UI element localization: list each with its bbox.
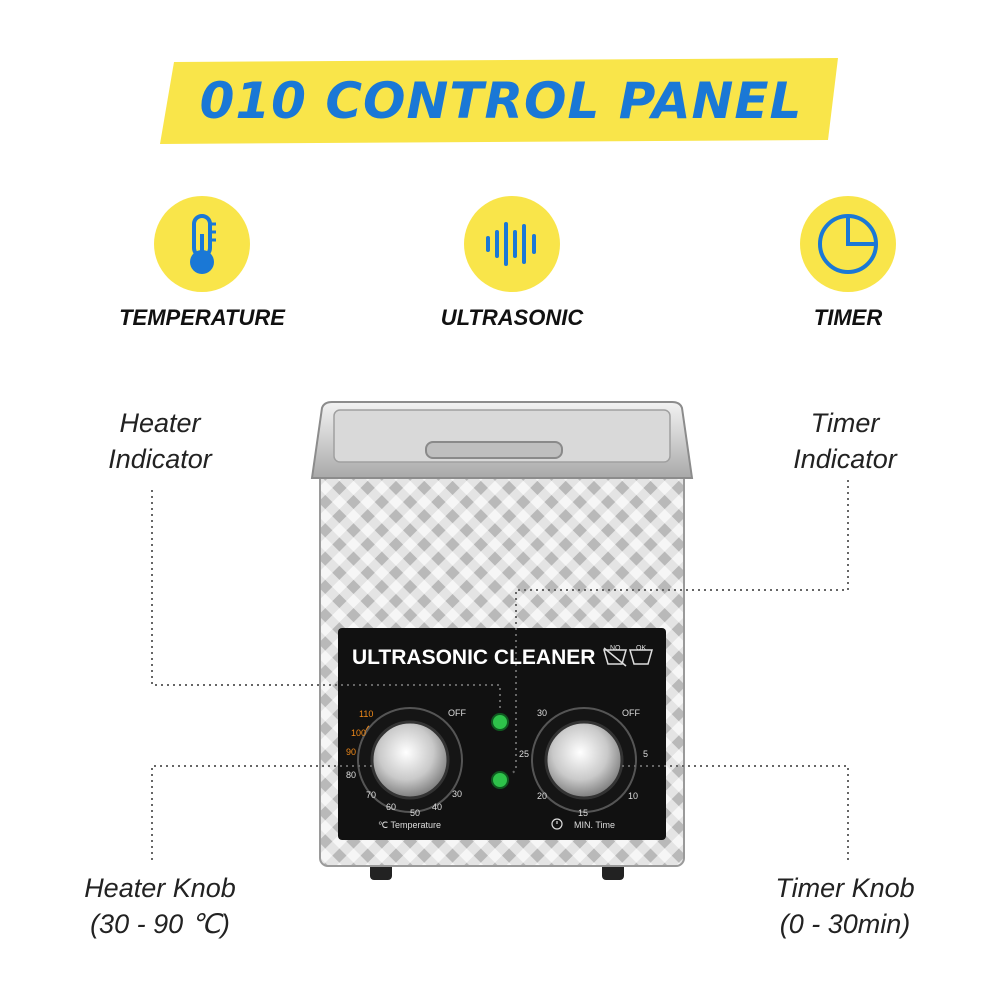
temperature-label: TEMPERATURE [119, 305, 285, 330]
timer-knob-callout-line [622, 765, 849, 860]
heater-indicator-label: Heater Indicator [108, 408, 212, 474]
title-banner [160, 58, 838, 144]
svg-text:15: 15 [578, 808, 588, 818]
washing-symbol-icon: NO OK [603, 645, 653, 667]
timer-feature-icon [800, 196, 896, 292]
page-title: 010 CONTROL PANEL [199, 72, 803, 130]
heater-knob-label: Heater Knob (30 - 90 ℃) [84, 873, 236, 939]
svg-text:50: 50 [410, 808, 420, 818]
timer-knob[interactable] [544, 720, 624, 800]
lid-handle[interactable] [425, 441, 563, 459]
timer-indicator-light [491, 771, 509, 789]
svg-text:30: 30 [537, 708, 547, 718]
svg-text:OFF: OFF [448, 708, 466, 718]
no-label: NO [610, 645, 621, 652]
svg-text:25: 25 [519, 749, 529, 759]
temperature-feature-icon [154, 196, 250, 292]
svg-text:110: 110 [359, 709, 373, 719]
svg-text:20: 20 [537, 791, 547, 801]
svg-text:100: 100 [351, 728, 366, 738]
temperature-unit-label: ℃ Temperature [378, 820, 441, 830]
clock-icon [551, 818, 563, 830]
timer-unit-label: MIN. Time [574, 820, 615, 830]
timer-indicator-label: Timer Indicator [793, 408, 897, 474]
timer-label: TIMER [813, 305, 883, 330]
svg-text:70: 70 [366, 790, 376, 800]
svg-text:OFF: OFF [622, 708, 640, 718]
svg-text:90: 90 [346, 747, 356, 757]
heater-indicator-callout-line [151, 490, 501, 712]
sound-wave-icon [486, 222, 536, 266]
heater-knob[interactable] [370, 720, 450, 800]
ultrasonic-feature-icon [464, 196, 560, 292]
svg-text:80: 80 [346, 770, 356, 780]
device-brand-label: ULTRASONIC CLEANER [352, 646, 595, 669]
clock-pie-icon [818, 214, 878, 274]
heater-indicator-light [491, 713, 509, 731]
svg-text:10: 10 [628, 791, 638, 801]
svg-text:5: 5 [643, 749, 648, 759]
thermometer-icon [190, 214, 216, 274]
timer-indicator-callout-line [509, 480, 849, 776]
svg-text:30: 30 [452, 789, 462, 799]
svg-text:60: 60 [386, 802, 396, 812]
ultrasonic-label: ULTRASONIC [440, 305, 584, 330]
heater-knob-callout-line [151, 765, 372, 860]
ok-label: OK [636, 645, 646, 652]
timer-knob-label: Timer Knob (0 - 30min) [775, 873, 915, 939]
svg-text:40: 40 [432, 802, 442, 812]
